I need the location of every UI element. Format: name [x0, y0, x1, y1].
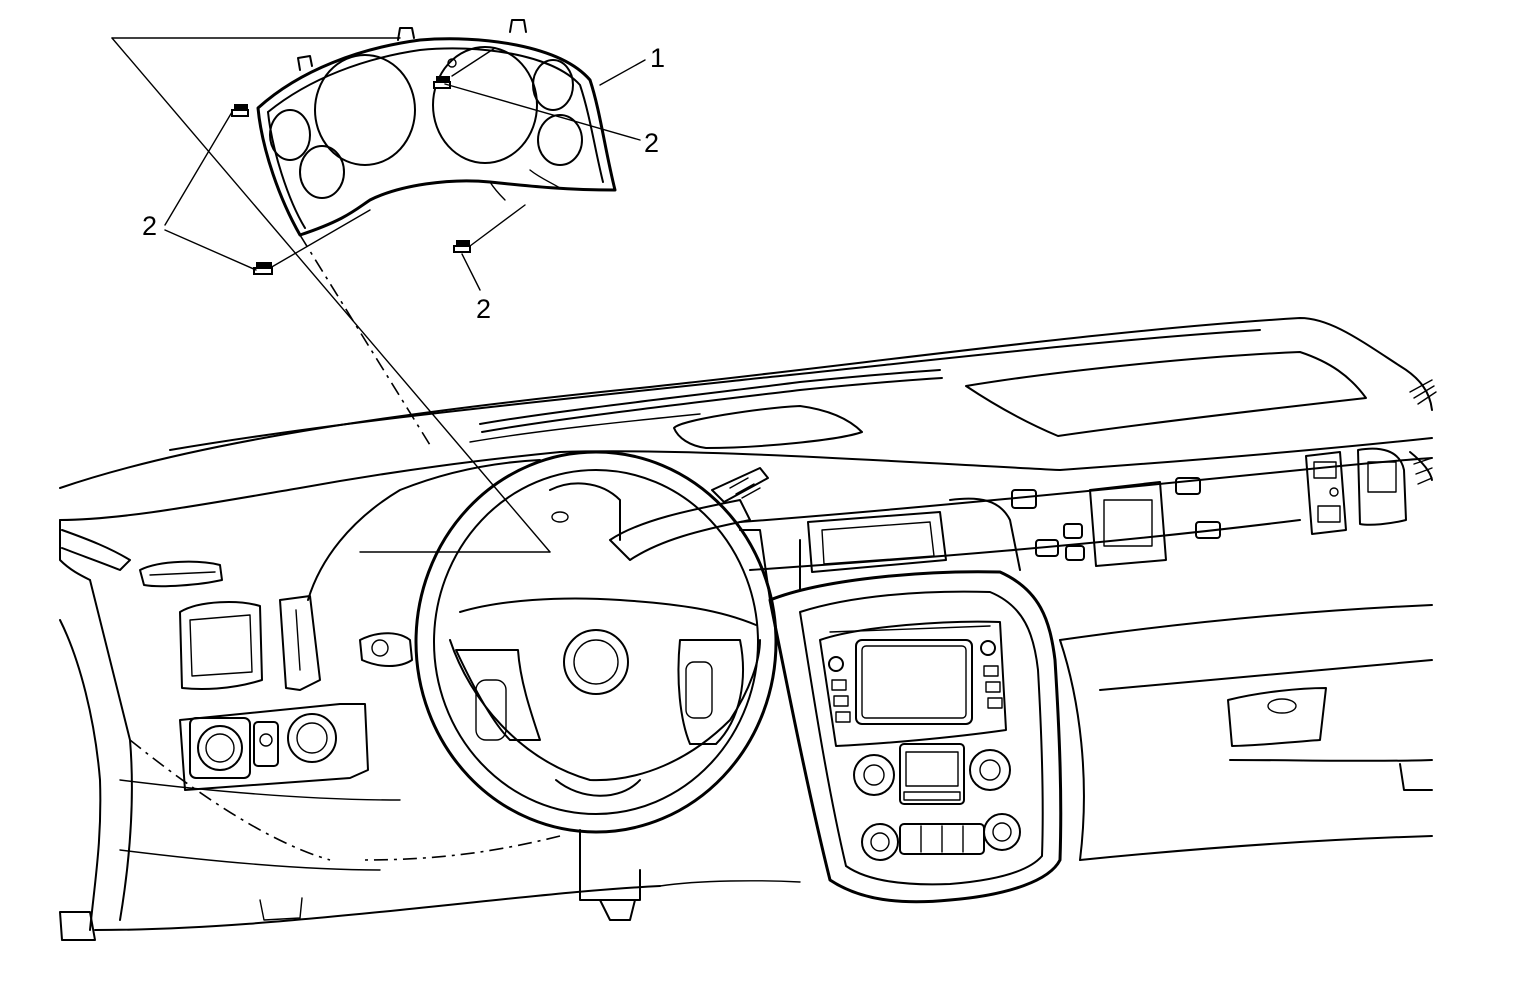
retainer-clips — [231, 76, 471, 275]
retainer-clip — [253, 262, 273, 275]
callout-2: 2 — [142, 211, 157, 241]
nav-screen — [855, 639, 973, 725]
installation-direction-lines — [111, 37, 551, 553]
callout-2: 2 — [476, 294, 491, 324]
steering-wheel — [414, 450, 778, 834]
retainer-clip — [433, 76, 451, 89]
instrument-panel — [59, 317, 1437, 941]
instrument-cluster — [256, 19, 617, 237]
callout-1: 1 — [650, 43, 665, 73]
retainer-clip — [231, 104, 249, 117]
retainer-clip — [453, 240, 471, 253]
callouts: 1 2 2 2 — [142, 43, 665, 324]
callout-2: 2 — [644, 128, 659, 158]
leader-lines — [164, 47, 646, 291]
center-stack-bezel — [768, 570, 1063, 904]
